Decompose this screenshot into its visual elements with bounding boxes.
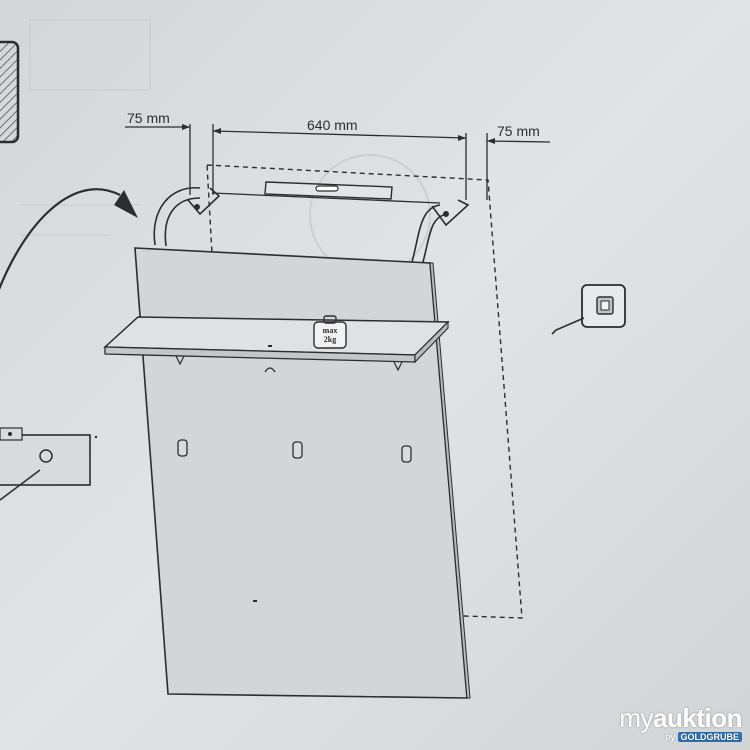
weight-tag-line1: max [322,326,338,335]
watermark-by: by [665,732,675,742]
weight-tag-line2: 2kg [323,335,337,344]
mirror-outline-dashed [206,164,523,619]
watermark-partner: GOLDGRUBE [677,732,742,742]
wall-panel-edge [429,262,471,699]
watermark-brand-light: my [619,703,654,733]
tape-measure-icon [551,284,626,335]
dimension-arrowheads [182,124,495,144]
dimension-label-right: 75 mm [497,123,540,139]
watermark: myauktion by GOLDGRUBE [619,703,742,742]
dimension-label-left: 75 mm [127,110,170,126]
left-hanging-bracket [153,187,221,247]
shelf [103,316,450,372]
watermark-brand: myauktion [619,703,742,734]
curved-arrow [0,188,121,291]
max-weight-icon [313,315,347,349]
dimension-label-width: 640 mm [307,117,358,133]
hatched-panel-icon [0,40,20,144]
dimension-lines [125,124,551,200]
bracket-detail [0,427,98,501]
right-hanging-bracket [411,199,470,263]
arrow-head-icon [114,190,138,218]
wall-panel [134,247,468,699]
coat-hooks [177,367,412,463]
small-mark [253,600,257,602]
top-guide-line [211,192,441,204]
watermark-brand-bold: auktion [653,703,742,733]
watermark-sub: by GOLDGRUBE [619,732,742,742]
spirit-level [264,181,393,200]
